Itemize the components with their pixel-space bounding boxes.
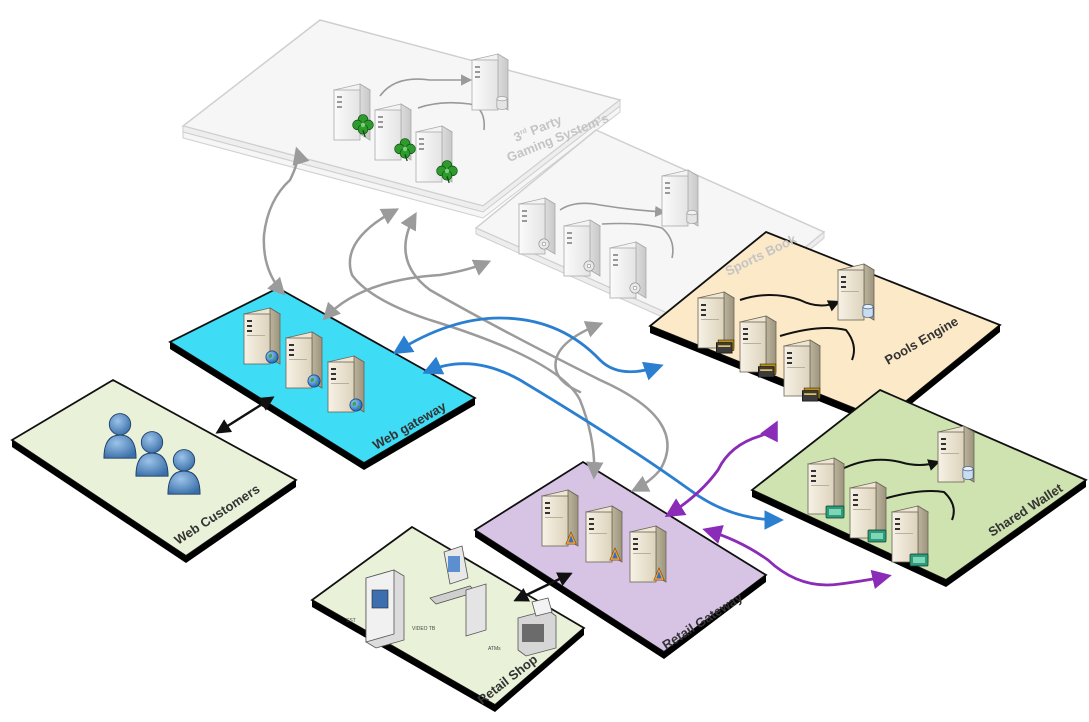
server-icon	[783, 339, 821, 397]
shared-wallet-servers	[807, 425, 975, 567]
cd-icon	[583, 260, 595, 272]
computer-icon	[429, 545, 487, 637]
server-icon	[891, 505, 929, 563]
server-icon	[739, 315, 777, 373]
kiosk-icon	[365, 569, 405, 649]
wallet-icon	[909, 553, 929, 567]
sst-label: SST	[346, 618, 356, 624]
connector-purple	[702, 525, 892, 589]
retail-shop-devices	[365, 545, 557, 657]
cd-icon	[538, 238, 550, 250]
wallet-icon	[867, 529, 887, 543]
card-icon	[715, 339, 735, 354]
globe-icon	[265, 350, 279, 364]
globe-icon	[307, 374, 321, 388]
pools-engine-servers	[697, 263, 875, 402]
connector-grey	[262, 146, 310, 296]
server-icon	[697, 291, 735, 349]
card-icon	[757, 363, 777, 378]
printer-icon	[517, 597, 557, 657]
connector-blue	[392, 316, 664, 381]
server-icon	[609, 241, 647, 299]
video-tb-label: VIDEO TB	[412, 626, 436, 632]
card-icon	[801, 387, 821, 402]
database-icon	[962, 466, 974, 480]
database-icon	[686, 210, 698, 224]
wallet-icon	[825, 505, 845, 519]
server-icon	[807, 457, 845, 515]
cd-icon	[629, 282, 641, 294]
globe-icon	[349, 398, 363, 412]
connector-purple	[664, 420, 778, 518]
connector-black	[215, 396, 275, 434]
connector-grey	[554, 321, 604, 394]
database-icon	[496, 96, 508, 110]
server-icon	[563, 219, 601, 277]
connectors	[215, 146, 892, 602]
connector-black	[513, 572, 573, 602]
database-icon	[862, 304, 874, 318]
server-icon	[849, 481, 887, 539]
shared-wallet-zone	[750, 388, 1088, 587]
third-party-servers	[333, 53, 509, 184]
atms-label: ATMs	[488, 646, 501, 652]
server-icon	[518, 197, 556, 255]
sports-book-servers	[518, 169, 699, 299]
